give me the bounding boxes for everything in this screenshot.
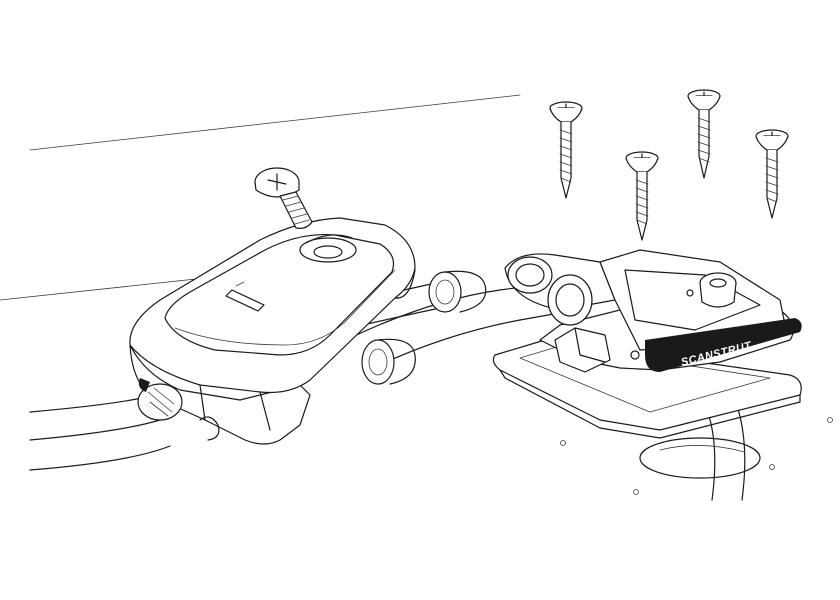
housing-screw	[254, 167, 313, 229]
grommet-upper	[428, 270, 487, 313]
deck-holes	[560, 417, 833, 495]
mounting-screw	[549, 101, 583, 199]
deck-mount-base: SCANSTRUT	[492, 249, 802, 439]
mounting-screws	[549, 89, 789, 241]
grommet-lower	[361, 338, 416, 385]
mounting-screw	[755, 129, 789, 219]
mounting-screw	[687, 89, 721, 179]
cable-seal-housing	[129, 217, 416, 445]
mounting-screw	[625, 151, 659, 241]
